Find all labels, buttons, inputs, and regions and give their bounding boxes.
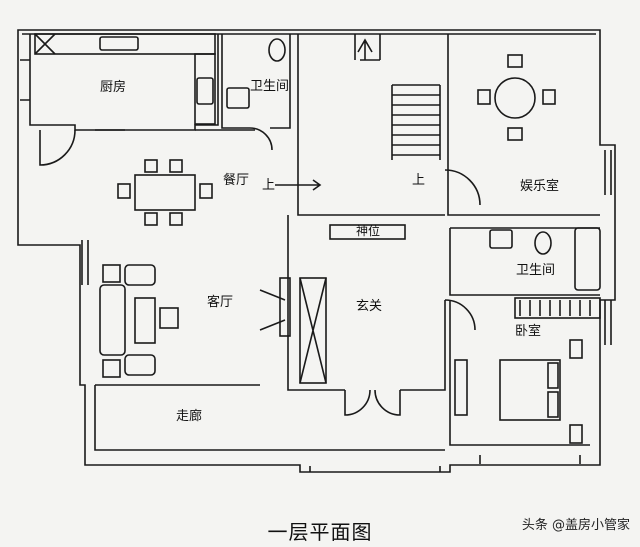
bathroom-right-label: 卫生间 bbox=[516, 263, 556, 278]
pillow bbox=[547, 391, 559, 418]
tv-hatch bbox=[259, 289, 286, 331]
kitchen-counter-side bbox=[194, 53, 216, 125]
dining-table bbox=[134, 174, 196, 211]
wardrobe bbox=[514, 297, 601, 319]
bathroom-top-wall bbox=[221, 34, 291, 129]
stair-door-swing bbox=[444, 169, 481, 206]
entertainment-label: 娱乐室 bbox=[520, 179, 560, 194]
bathroom-top-label: 卫生间 bbox=[250, 79, 290, 94]
toilet-right bbox=[534, 231, 552, 255]
bathroom-top-door bbox=[249, 127, 273, 151]
living-label: 客厅 bbox=[207, 295, 234, 310]
kitchen-wall bbox=[29, 34, 219, 131]
chair bbox=[507, 127, 523, 141]
stair-arrow bbox=[357, 38, 373, 60]
chair bbox=[542, 89, 556, 105]
range-hood bbox=[34, 33, 56, 55]
sofa bbox=[99, 284, 126, 356]
kitchen-stove bbox=[196, 77, 214, 105]
dining-label: 餐厅 bbox=[223, 173, 250, 188]
up-stairs-label: 上 bbox=[412, 173, 426, 188]
sofa-side bbox=[124, 354, 156, 376]
nightstand bbox=[569, 339, 583, 359]
chair bbox=[477, 89, 491, 105]
foyer-label: 玄关 bbox=[356, 299, 383, 314]
entertainment-wall bbox=[447, 34, 600, 216]
dining-arrow bbox=[275, 179, 322, 191]
chair bbox=[169, 212, 183, 226]
plan-title: 一层平面图 bbox=[267, 520, 373, 544]
stairs bbox=[354, 34, 441, 160]
chair bbox=[199, 183, 213, 199]
corridor-label: 走廊 bbox=[176, 409, 203, 424]
chair bbox=[507, 54, 523, 68]
chair bbox=[169, 159, 183, 173]
basin-top bbox=[226, 87, 250, 109]
shrine-cabinet bbox=[329, 224, 406, 240]
end-table bbox=[102, 359, 121, 378]
foyer-wall bbox=[287, 215, 446, 391]
tv-stand bbox=[279, 277, 291, 337]
bedroom-wall bbox=[449, 300, 590, 446]
end-table bbox=[102, 264, 121, 283]
kitchen-sink bbox=[99, 36, 139, 51]
chair bbox=[117, 183, 131, 199]
up-left-label: 上 bbox=[262, 178, 276, 193]
kitchen-label: 厨房 bbox=[100, 80, 127, 95]
partition bbox=[299, 277, 327, 384]
chair bbox=[144, 159, 158, 173]
pillow bbox=[547, 362, 559, 389]
partition-hatch bbox=[299, 277, 327, 384]
bathroom-right-wall bbox=[449, 227, 600, 296]
coffee-table bbox=[134, 297, 156, 344]
wardrobe-hatch bbox=[519, 300, 591, 316]
shrine-label: 神位 bbox=[356, 224, 381, 238]
watermark: 头条 @盖房小管家 bbox=[521, 518, 630, 533]
entry-door-swing bbox=[344, 389, 401, 416]
corridor-wall bbox=[94, 384, 445, 451]
nightstand bbox=[569, 424, 583, 444]
toilet-top bbox=[268, 38, 286, 62]
tv-cabinet bbox=[454, 359, 468, 416]
bathtub bbox=[574, 227, 601, 291]
round-table bbox=[494, 77, 536, 119]
chair bbox=[144, 212, 158, 226]
outer-wall bbox=[17, 29, 616, 473]
armchair bbox=[159, 307, 179, 329]
stair-room-wall bbox=[297, 34, 445, 216]
basin-right bbox=[489, 229, 513, 249]
window bbox=[20, 59, 612, 472]
bed bbox=[499, 359, 561, 421]
kitchen-counter bbox=[34, 33, 216, 55]
kitchen-door-swing bbox=[39, 129, 76, 166]
sofa-side bbox=[124, 264, 156, 286]
bedroom-label: 卧室 bbox=[515, 324, 542, 339]
